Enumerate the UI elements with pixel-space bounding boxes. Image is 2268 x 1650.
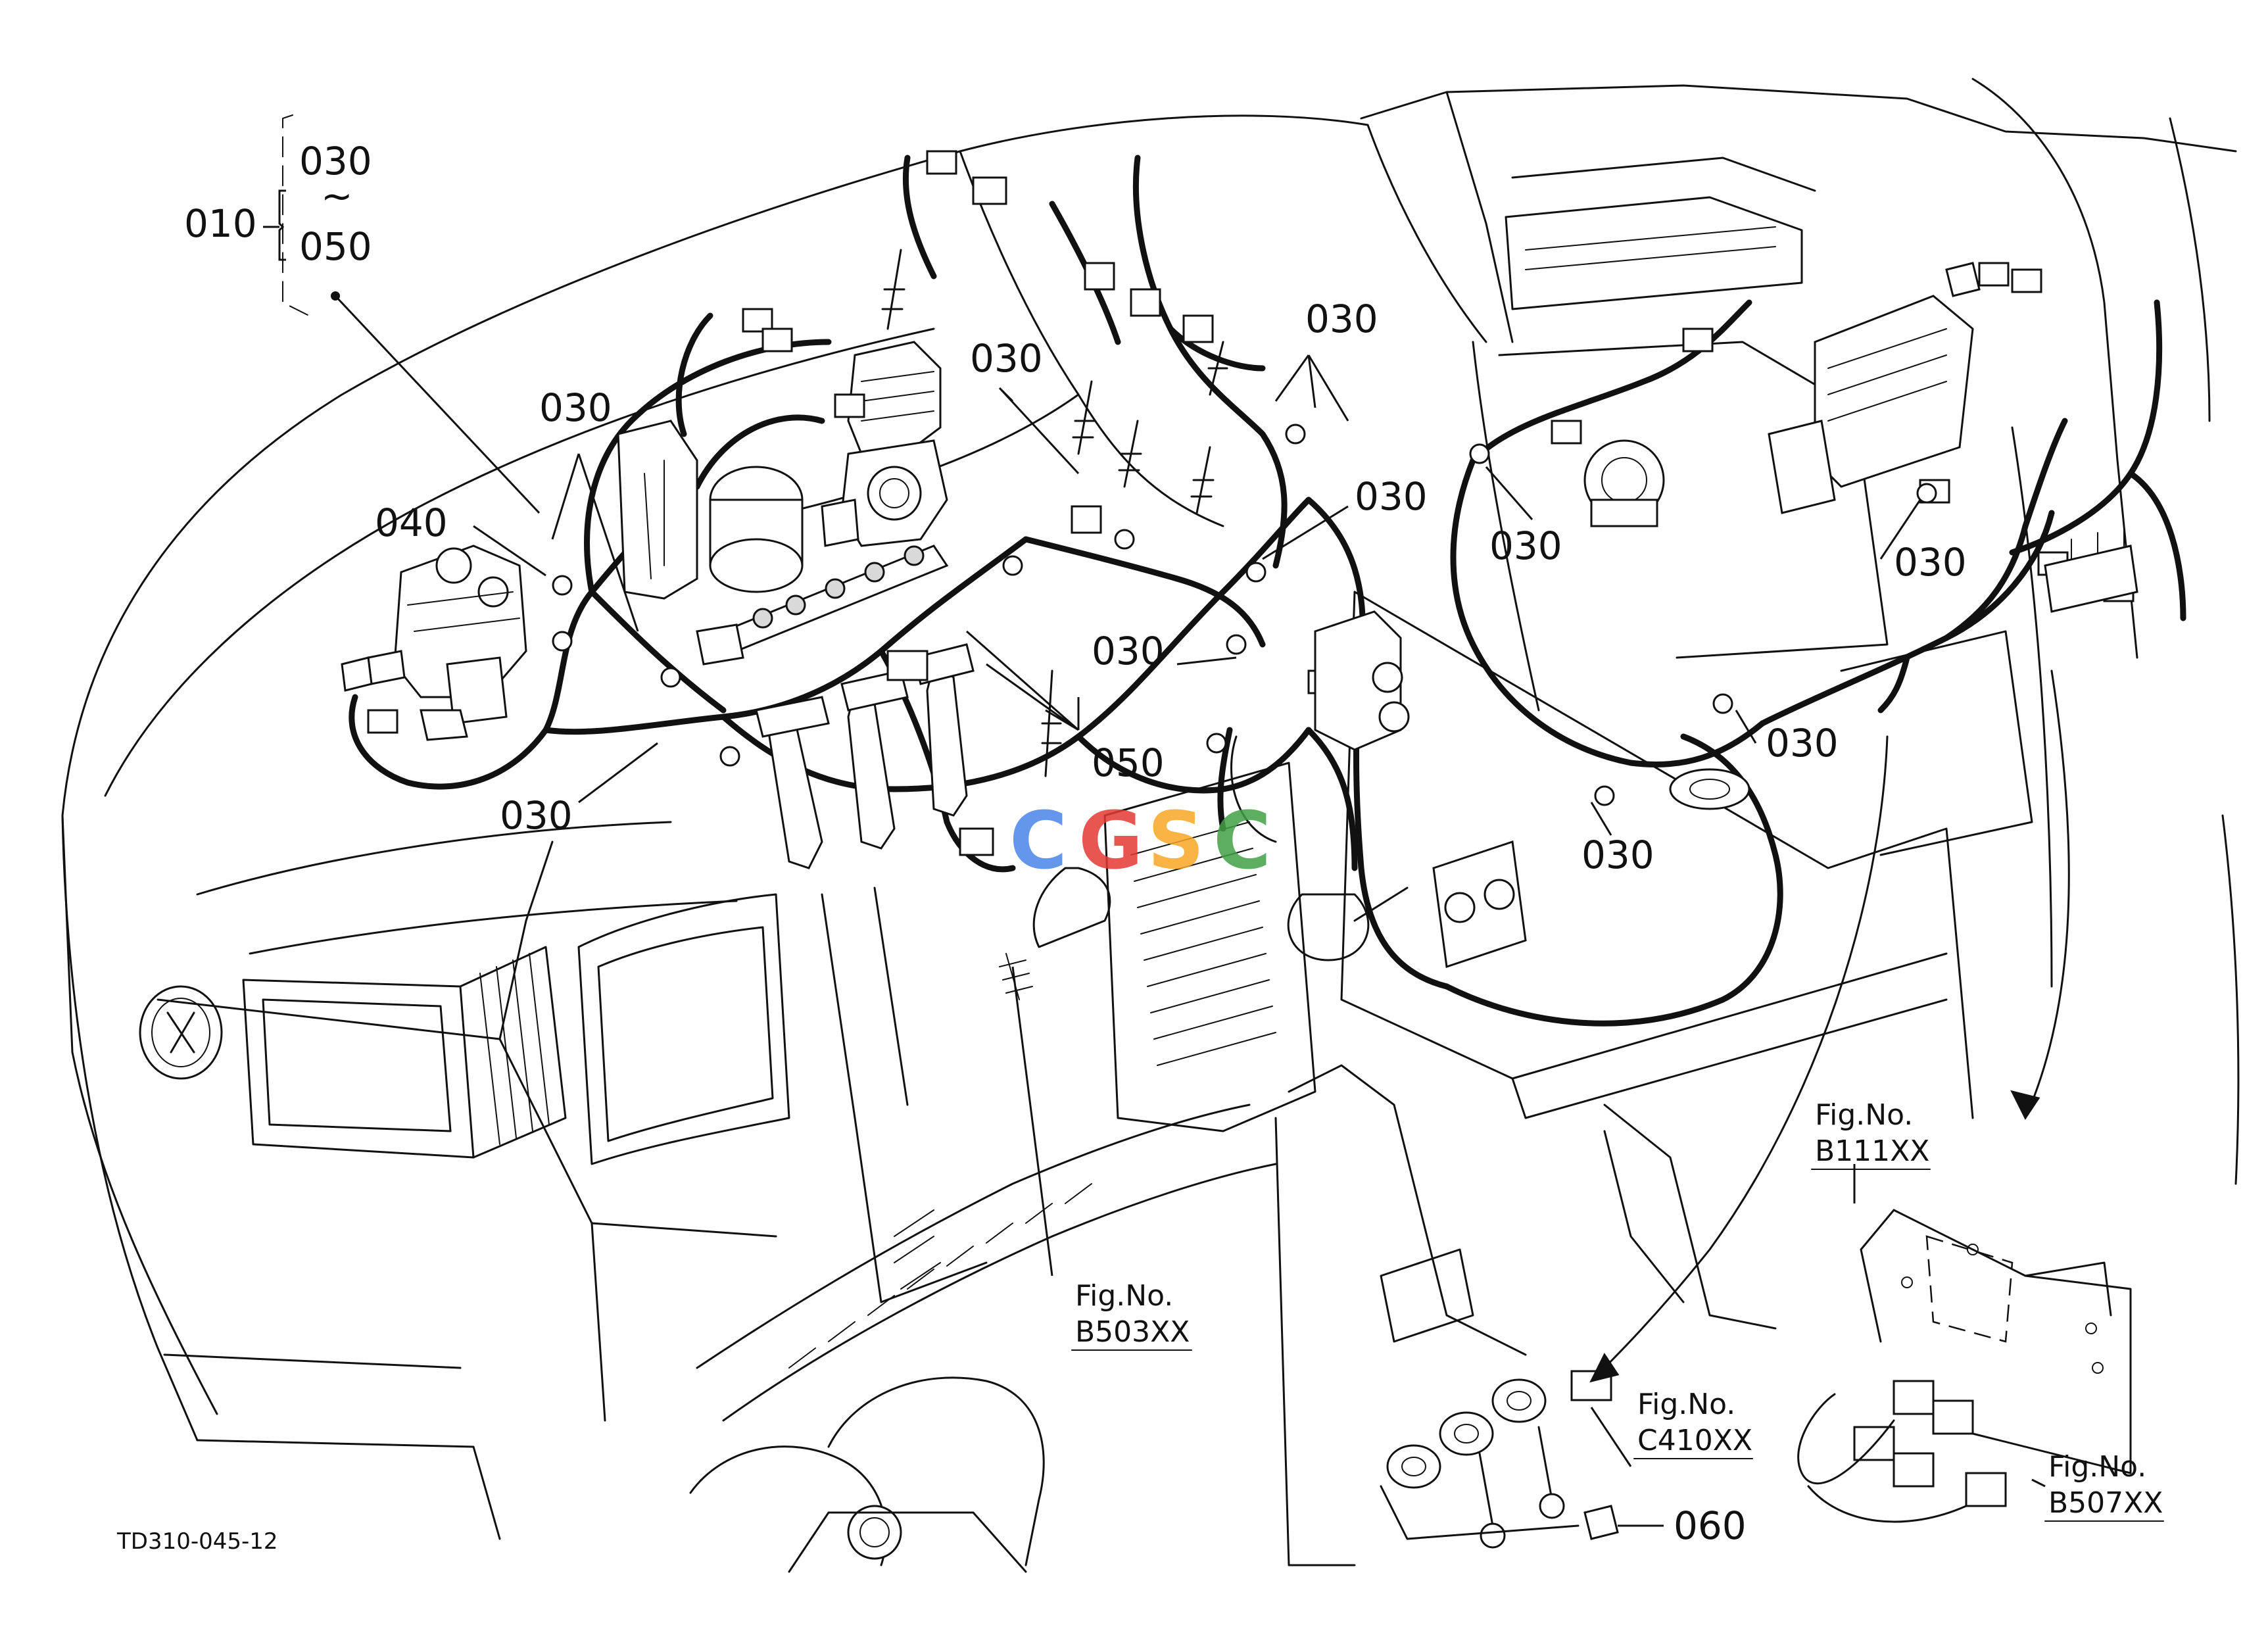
main-harness [349,155,2186,1027]
watermark-letter-2: G [1078,796,1144,887]
callout-030-i: 030 [1766,721,1839,765]
headlight-grille [139,946,567,1159]
cab-structure [1274,78,2240,1566]
watermark-letter-3: S [1147,796,1204,887]
watermark-letter-1: C [1009,796,1067,887]
figref-b111-code: B111XX [1815,1134,1929,1168]
figref-b503-label: Fig.No. [1075,1279,1173,1313]
callout-010: 010 [184,201,257,246]
callout-range-from: 030 [299,139,372,183]
figref-b507-code: B507XX [2048,1486,2163,1520]
callout-030-a: 030 [539,385,612,430]
group-bracket [282,114,310,316]
fuel-gauge-sender [1669,768,1750,810]
relay-panel-inset [1797,1209,2132,1523]
leaders [263,189,2046,1527]
callout-labels: 010 030 ~ 050 030 040 030 030 030 030 03… [184,139,1967,1548]
callout-030-e: 030 [1355,474,1428,519]
ground-terminals [1380,1370,1619,1549]
figref-b503-code: B503XX [1075,1315,1190,1349]
injectors [755,643,975,869]
callout-050: 050 [1092,740,1165,785]
solenoid-block [1314,610,1527,968]
step-plate [1103,762,1316,1132]
relay-cluster [2044,525,2138,613]
routing-arrows [1589,669,2070,1383]
fuel-pump [341,545,527,741]
sensor-connectors [367,150,2135,856]
callout-030-b: 030 [500,793,573,838]
fuel-rail [696,545,949,666]
figref-c410-label: Fig.No. [1637,1388,1735,1421]
callout-030-g: 030 [1489,523,1562,568]
callout-030-j: 030 [1581,833,1654,877]
callout-060: 060 [1674,1503,1747,1548]
callout-range-to: 050 [299,224,372,269]
glow-plugs [881,249,1228,777]
chassis-lower [689,1104,1277,1573]
mounting-clamps [552,424,1937,806]
watermark-logo: C G S C [1009,796,1271,887]
side-panel [577,886,909,1165]
hood-outline [61,114,1487,1540]
ecu-module [1768,262,1981,514]
figref-b111-label: Fig.No. [1815,1098,1913,1132]
cable-ties [999,735,1409,1000]
figref-b507-label: Fig.No. [2048,1450,2146,1484]
callout-030-d: 030 [1305,297,1378,341]
watermark-letter-4: C [1213,796,1271,887]
diagram-code: TD310-045-12 [116,1528,278,1555]
figure-references: Fig.No. B111XX Fig.No. B503XX Fig.No. C4… [1071,1098,2164,1522]
callout-030-f: 030 [1092,629,1165,673]
callout-range-sep: ~ [321,174,353,218]
throttle-body [617,420,804,600]
callout-030-c: 030 [970,336,1043,381]
figref-c410-code: C410XX [1637,1424,1752,1457]
egr-valve [821,341,948,547]
speed-sensor [1583,439,1665,527]
callout-030-h: 030 [1894,540,1967,585]
callout-040: 040 [375,500,448,545]
